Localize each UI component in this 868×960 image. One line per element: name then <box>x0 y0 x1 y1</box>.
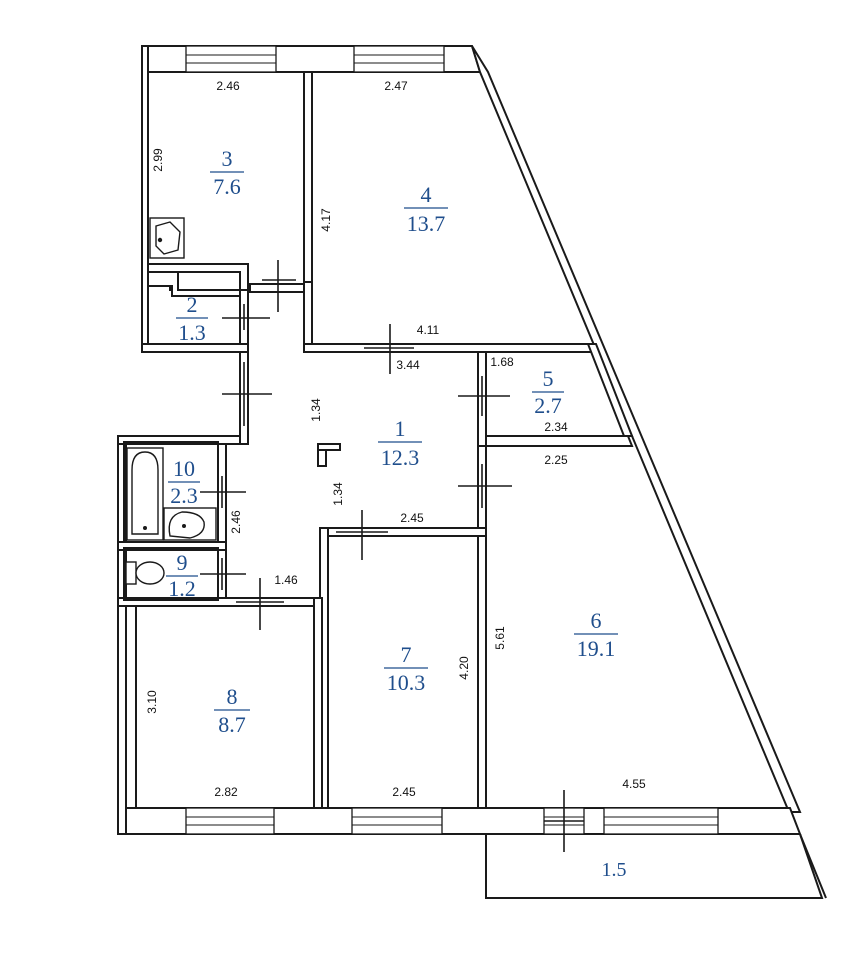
door-r2 <box>222 304 270 330</box>
dim-r4-bottom: 4.11 <box>417 323 440 337</box>
room-label-7: 7 10.3 <box>384 642 428 695</box>
window-bottom-middle <box>351 807 443 835</box>
dim-r8-bottom: 2.82 <box>214 785 238 799</box>
toilet <box>125 561 165 585</box>
dim-r4-top: 2.47 <box>384 79 408 93</box>
room-label-8: 8 8.7 <box>214 684 250 737</box>
room-label-6: 6 19.1 <box>574 608 618 661</box>
door-r3 <box>262 260 296 312</box>
outer-wall-left-upper <box>141 45 149 351</box>
dim-r7-right: 4.20 <box>457 656 471 680</box>
dim-r6-bottom: 4.55 <box>622 777 646 791</box>
wall-r8-left <box>125 605 137 809</box>
room-area: 1.2 <box>168 576 196 601</box>
window-top-left <box>185 45 277 73</box>
room-area: 13.7 <box>407 211 446 236</box>
sink-bathroom <box>163 507 217 541</box>
outer-wall-diagonal <box>471 45 802 813</box>
room-number: 7 <box>401 642 412 667</box>
wall-r4-left <box>303 281 313 353</box>
room-number: 1 <box>395 416 406 441</box>
room-area: 12.3 <box>381 445 420 470</box>
window-bottom-right <box>603 807 719 835</box>
room-label-1: 1 12.3 <box>378 416 422 470</box>
dim-r1-left-upper: 1.34 <box>309 398 323 422</box>
dim-r4-left: 4.17 <box>319 208 333 232</box>
door-r6 <box>458 464 512 508</box>
room-number: 3 <box>222 146 233 171</box>
room-label-2: 2 1.3 <box>176 292 208 345</box>
dim-r6-top: 2.25 <box>544 453 568 467</box>
wall-r3-right <box>303 71 313 283</box>
room-label-3: 3 7.6 <box>210 146 244 199</box>
room-label-9: 9 1.2 <box>166 550 198 601</box>
door-entrance <box>222 362 272 426</box>
dim-r3-width: 2.46 <box>216 79 240 93</box>
balcony <box>485 833 824 899</box>
dim-r1-bottom: 2.45 <box>400 511 424 525</box>
sink-room-3 <box>149 217 185 259</box>
room-area: 1.3 <box>178 320 206 345</box>
dim-r3-height: 2.99 <box>151 148 165 172</box>
door-r8 <box>236 578 284 630</box>
room-number: 5 <box>543 366 554 391</box>
dim-r9-width: 1.46 <box>274 573 298 587</box>
dim-r7-bottom: 2.45 <box>392 785 416 799</box>
dim-r6-left: 5.61 <box>493 626 507 650</box>
window-top-right <box>353 45 445 73</box>
balcony-rail <box>799 833 827 899</box>
door-r10 <box>200 476 246 508</box>
balcony-area: 1.5 <box>602 859 627 881</box>
door-r5 <box>458 376 510 416</box>
window-bottom-left <box>185 807 275 835</box>
room-number: 6 <box>591 608 602 633</box>
room-area: 2.7 <box>534 393 562 418</box>
room-number: 4 <box>421 182 432 207</box>
wall-r8-right <box>313 597 323 809</box>
door-balcony <box>544 790 584 852</box>
bathtub <box>126 447 164 541</box>
door-r9 <box>200 558 246 590</box>
room-area: 7.6 <box>213 174 241 199</box>
wall-r5-bottom <box>485 435 634 447</box>
door-r4 <box>364 324 414 374</box>
room-area: 10.3 <box>387 670 426 695</box>
wall-stub-cap <box>317 443 341 451</box>
dim-r1-left-lower: 1.34 <box>331 482 345 506</box>
wall-r5-right <box>586 343 634 437</box>
dim-r5-left: 1.68 <box>490 355 514 369</box>
wall-r6-left <box>477 445 487 809</box>
wall-r4-bottom <box>303 343 596 353</box>
dim-r5-bottom: 2.34 <box>544 420 568 434</box>
room-label-5: 5 2.7 <box>532 366 564 418</box>
room-number: 8 <box>227 684 238 709</box>
room-label-10: 10 2.3 <box>168 456 200 508</box>
room-area: 2.3 <box>170 483 198 508</box>
room-area: 19.1 <box>577 636 616 661</box>
room-number: 9 <box>177 550 188 575</box>
door-r7 <box>336 510 388 560</box>
dim-r10-height: 2.46 <box>229 510 243 534</box>
dim-r8-left: 3.10 <box>145 690 159 714</box>
wall-r2-bottom <box>141 343 249 353</box>
room-number: 10 <box>173 456 195 481</box>
room-number: 2 <box>187 292 198 317</box>
dim-r1-top: 3.44 <box>396 358 420 372</box>
room-label-4: 4 13.7 <box>404 182 448 236</box>
room-area: 8.7 <box>218 712 246 737</box>
